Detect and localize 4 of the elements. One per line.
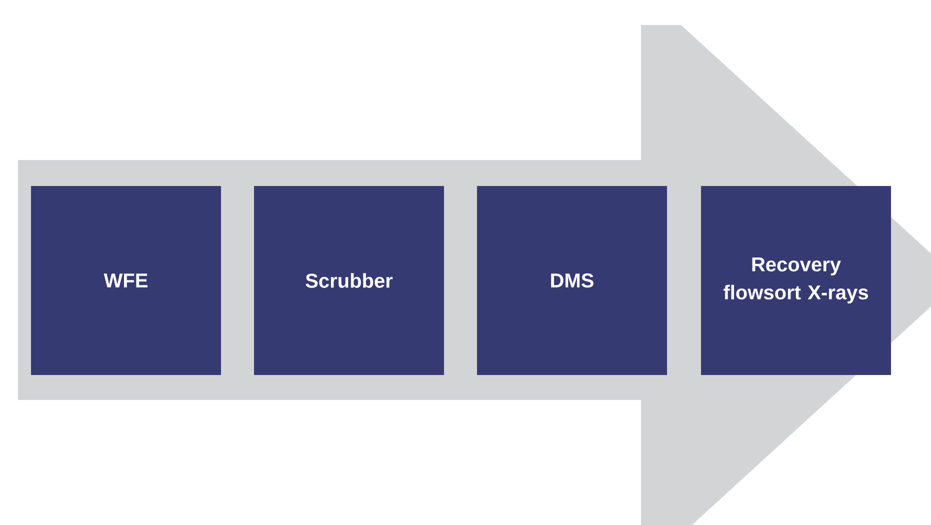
process-box: DMS	[477, 186, 667, 375]
process-box: WFE	[31, 186, 221, 375]
process-box: Recovery flowsort X-rays	[701, 186, 891, 375]
process-box: Scrubber	[254, 186, 444, 375]
